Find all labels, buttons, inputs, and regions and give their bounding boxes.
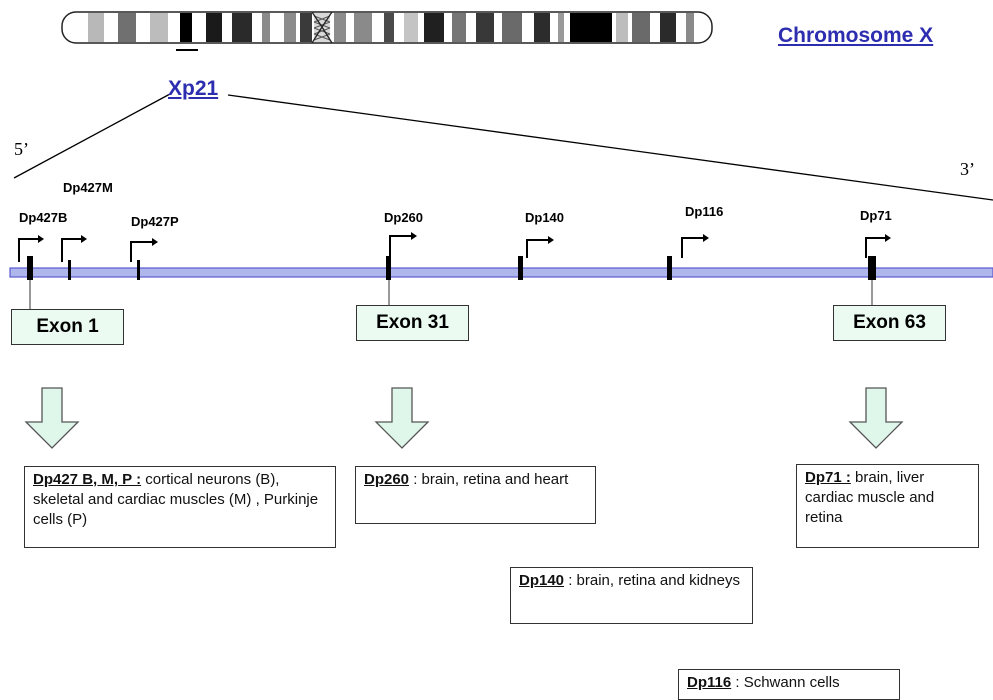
isoform-name: Dp140 bbox=[519, 572, 565, 589]
zoom-line-left bbox=[13, 93, 171, 179]
isoform-description: Dp260 : brain, retina and heart bbox=[355, 466, 596, 524]
exon-mark bbox=[386, 256, 391, 280]
isoform-text: : Schwann cells bbox=[731, 674, 840, 691]
isoform-description: Dp71 : brain, liver cardiac muscle and r… bbox=[796, 464, 979, 548]
exon-box: Exon 31 bbox=[356, 305, 469, 341]
zoom-line-right bbox=[227, 94, 993, 201]
promoter-mark bbox=[667, 256, 672, 280]
isoform-text: brain, liver cardiac muscle and retina bbox=[805, 469, 935, 526]
isoform-description: Dp427 B, M, P : cortical neurons (B), sk… bbox=[24, 466, 336, 548]
down-arrows bbox=[24, 387, 904, 449]
promoter-arrow-icon bbox=[681, 237, 703, 258]
exon-box: Exon 1 bbox=[11, 309, 124, 345]
promoter-label: Dp140 bbox=[525, 210, 565, 225]
promoter-label: Dp116 bbox=[685, 204, 724, 219]
promoter-arrow-icon bbox=[130, 241, 152, 262]
promoter-mark bbox=[518, 256, 523, 280]
three-prime-label: 3’ bbox=[960, 159, 975, 179]
isoform-name: Dp427 B, M, P : bbox=[33, 471, 142, 488]
exon-mark bbox=[27, 256, 33, 280]
promoter-arrow-icon bbox=[61, 238, 81, 262]
promoter-label: Dp427B bbox=[19, 210, 68, 225]
down-arrow-icon bbox=[24, 387, 80, 449]
gene-marks bbox=[27, 256, 876, 280]
isoform-description: Dp140 : brain, retina and kidneys bbox=[510, 567, 753, 624]
isoform-name: Dp260 bbox=[364, 471, 410, 488]
isoform-description: Dp116 : Schwann cells bbox=[678, 669, 900, 700]
promoter-arrow-icon bbox=[18, 238, 38, 262]
isoform-text: : brain, retina and kidneys bbox=[564, 572, 740, 589]
promoter-arrow-icon bbox=[526, 239, 548, 258]
promoter-mark bbox=[137, 260, 140, 280]
promoter-arrows bbox=[18, 232, 891, 262]
isoform-name: Dp116 bbox=[687, 674, 732, 691]
exon-connectors bbox=[29, 280, 873, 309]
promoter-label: Dp260 bbox=[384, 210, 424, 225]
promoter-mark bbox=[68, 260, 71, 280]
down-arrow-icon bbox=[374, 387, 430, 449]
exon-box: Exon 63 bbox=[833, 305, 946, 341]
isoform-name: Dp71 : bbox=[805, 469, 851, 486]
chromosome-title: Chromosome X bbox=[778, 24, 934, 47]
promoter-label: Dp427P bbox=[131, 214, 179, 229]
isoform-text: : brain, retina and heart bbox=[409, 471, 569, 488]
promoter-label: Dp71 bbox=[860, 208, 892, 223]
exon-mark bbox=[868, 256, 876, 280]
band-label: Xp21 bbox=[168, 77, 219, 100]
isoform-text: cortical neurons (B), skeletal and cardi… bbox=[33, 471, 319, 528]
promoter-arrow-icon bbox=[389, 235, 411, 258]
down-arrow-icon bbox=[848, 387, 904, 449]
promoter-label: Dp427M bbox=[63, 180, 113, 195]
chromosome-ideogram bbox=[61, 11, 713, 51]
promoter-arrow-icon bbox=[865, 237, 885, 258]
gene-line bbox=[9, 267, 993, 278]
five-prime-label: 5’ bbox=[14, 139, 29, 159]
